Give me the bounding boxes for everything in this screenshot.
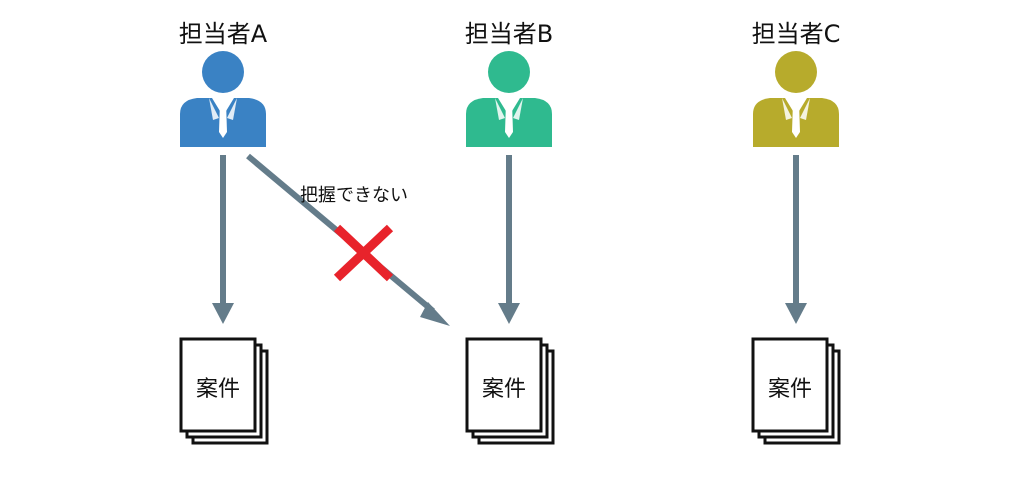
- doc-c-label: 案件: [767, 377, 812, 402]
- person-c-label: 担当者C: [751, 20, 841, 48]
- arrowhead-b: [498, 303, 520, 324]
- person-c-icon: [753, 51, 839, 147]
- doc-a-label: 案件: [195, 377, 240, 402]
- doc-b-label: 案件: [481, 377, 526, 402]
- person-b-label: 担当者B: [464, 20, 554, 48]
- arrowhead-a: [212, 303, 234, 324]
- person-a-icon: [180, 51, 266, 147]
- cannot-track-note: 把握できない: [300, 185, 408, 206]
- cross-icon: [333, 224, 394, 282]
- arrowhead-c: [785, 303, 807, 324]
- arrowhead-a-to-b: [420, 302, 450, 326]
- person-a-label: 担当者A: [178, 20, 268, 48]
- person-b-icon: [466, 51, 552, 147]
